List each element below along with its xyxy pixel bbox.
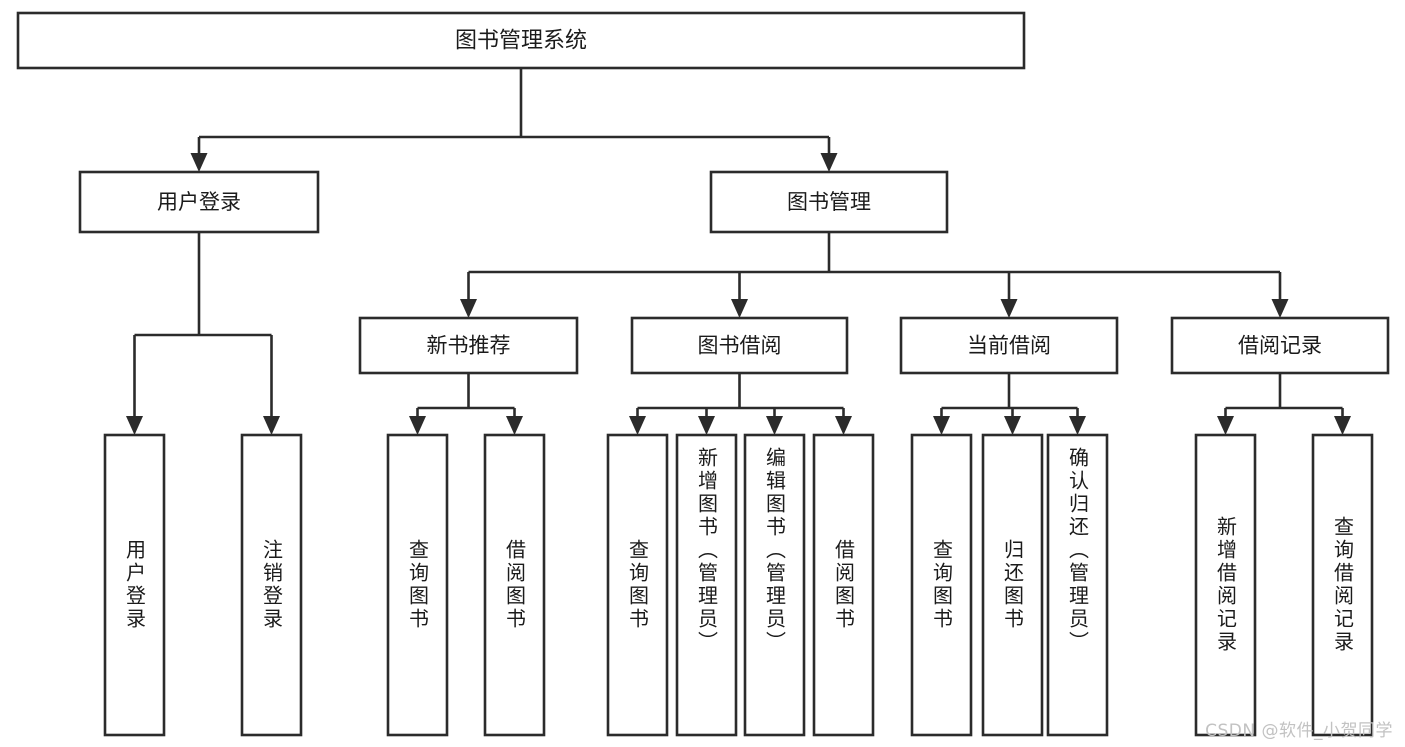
arrow-head-icon [409,416,426,435]
connector-lines [126,68,1351,435]
node-查询图书[interactable] [606,433,669,737]
csdn-watermark: CSDN @软件_小贺同学 [1205,721,1393,741]
node-label: 用户登录 [157,190,241,214]
arrow-head-icon [629,416,646,435]
node-label: 图书借阅 [698,334,782,358]
node-用户登录[interactable] [78,170,320,234]
arrow-head-icon [460,299,477,318]
node-编辑图书管理员[interactable] [743,433,806,737]
arrow-head-icon [731,299,748,318]
node-新增图书管理员[interactable] [675,433,738,737]
arrow-head-icon [1334,416,1351,435]
node-图书管理[interactable] [709,170,949,234]
arrow-head-icon [1000,299,1018,318]
node-确认归还管理员[interactable] [1046,433,1109,737]
arrow-head-icon [190,153,208,172]
arrow-head-icon [1069,416,1086,435]
arrow-head-icon [506,416,523,435]
node-label: 当前借阅 [967,334,1051,358]
node-用户登录[interactable] [103,433,166,737]
arrow-head-icon [263,416,280,435]
arrow-head-icon [698,416,715,435]
node-新增借阅记录[interactable] [1194,433,1257,737]
node-图书借阅[interactable] [630,316,849,375]
arrow-head-icon [835,416,852,435]
node-查询图书[interactable] [386,433,449,737]
arrow-head-icon [933,416,950,435]
arrow-head-icon [1217,416,1234,435]
node-label: 新书推荐 [427,334,511,358]
node-当前借阅[interactable] [899,316,1119,375]
node-新书推荐[interactable] [358,316,579,375]
arrow-head-icon [820,153,838,172]
node-借阅记录[interactable] [1170,316,1390,375]
arrow-head-icon [126,416,143,435]
node-label: 图书管理 [787,190,871,214]
arrow-head-icon [766,416,783,435]
arrow-head-icon [1271,299,1289,318]
node-查询图书[interactable] [910,433,973,737]
node-归还图书[interactable] [981,433,1044,737]
node-查询借阅记录[interactable] [1311,433,1374,737]
node-label: 借阅记录 [1238,334,1322,358]
arrow-head-icon [1004,416,1021,435]
node-boxes [16,11,1390,737]
node-借阅图书[interactable] [812,433,875,737]
node-借阅图书[interactable] [483,433,546,737]
node-注销登录[interactable] [240,433,303,737]
node-root-node-图书管理系统[interactable] [16,11,1026,70]
root-node-label: 图书管理系统 [455,29,587,54]
